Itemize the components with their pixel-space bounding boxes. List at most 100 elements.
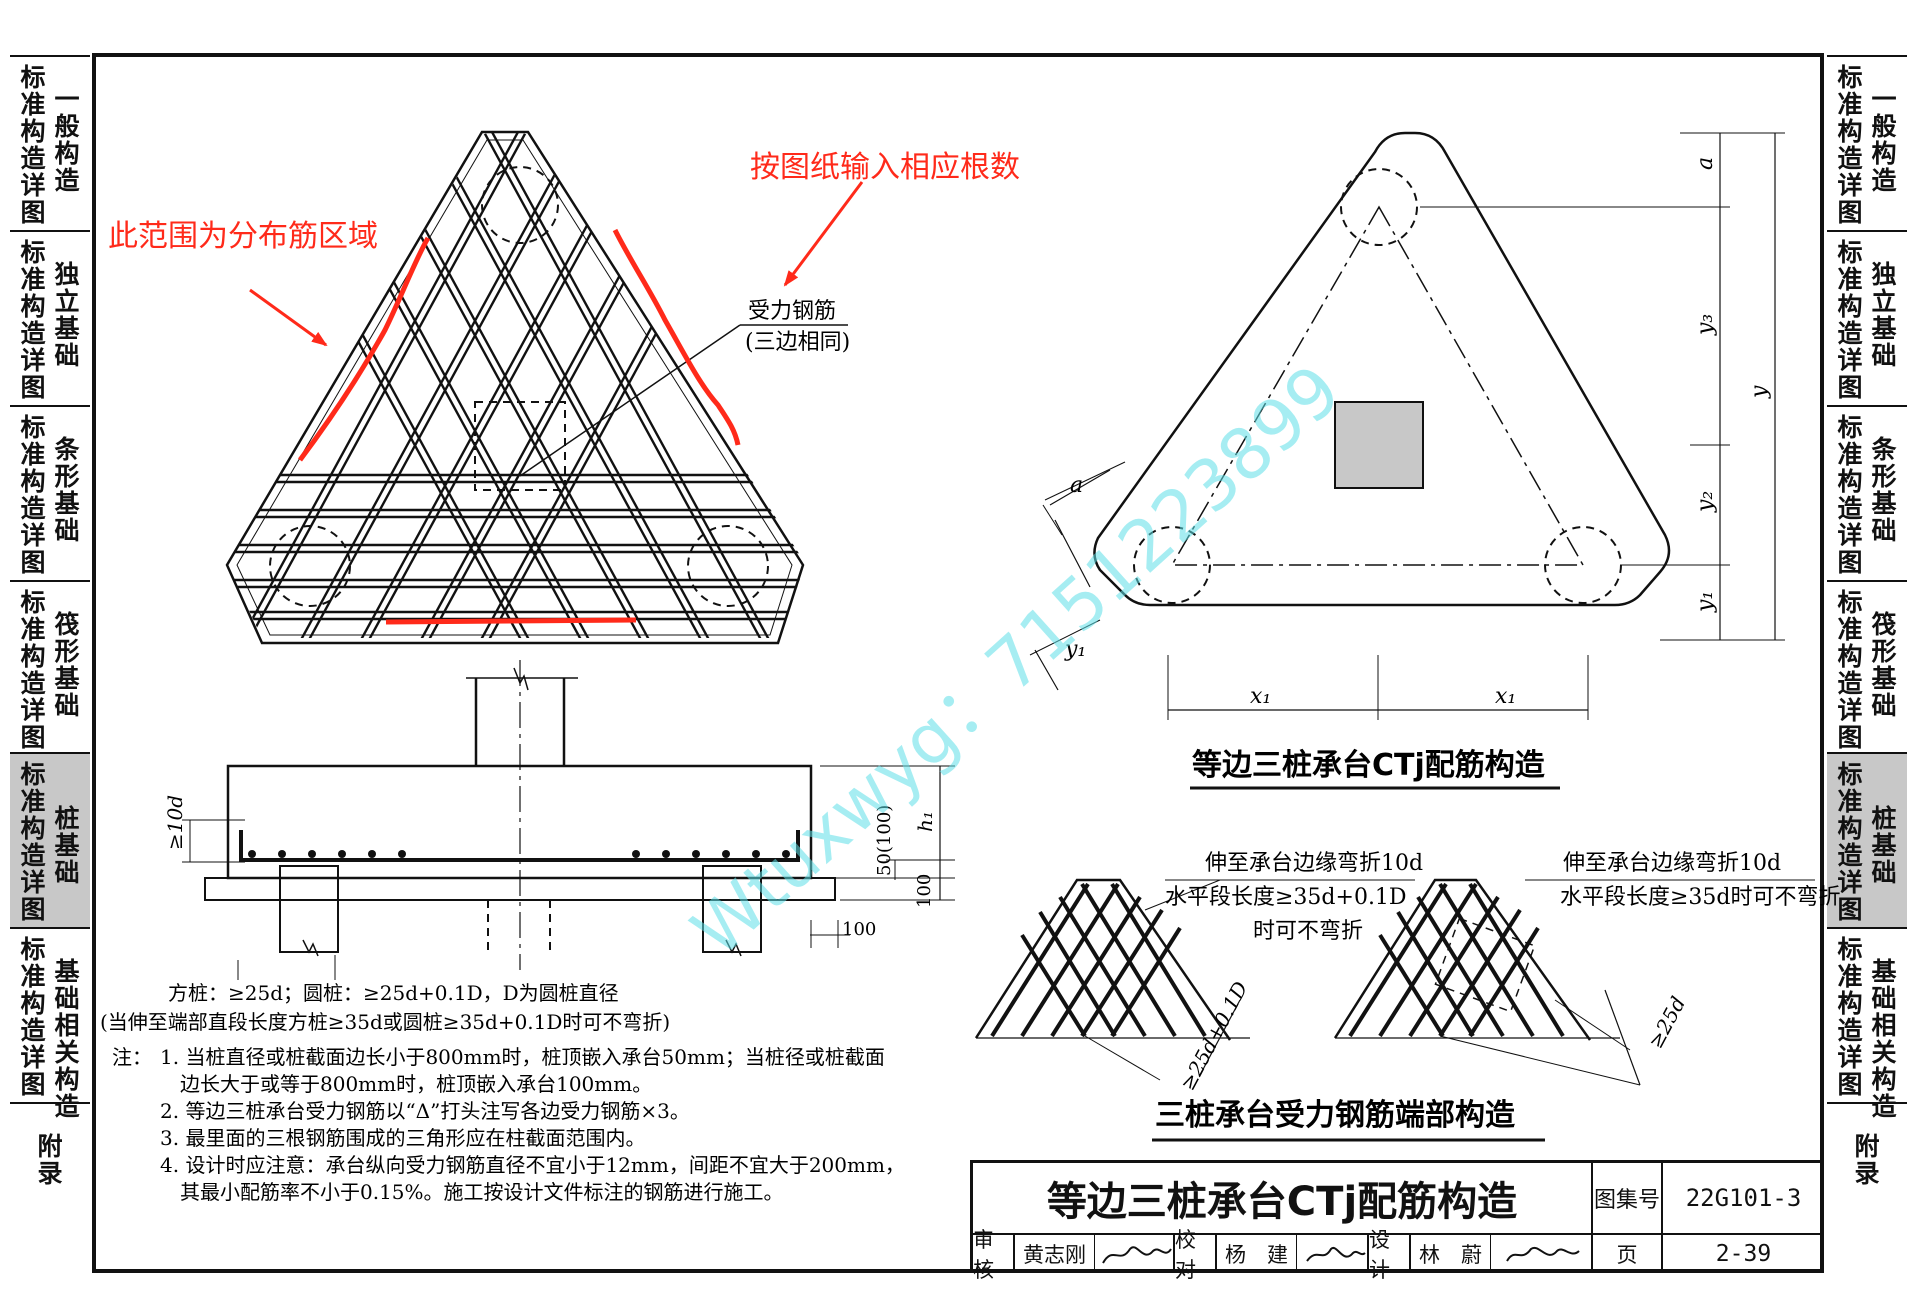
tab-category-label: 标准构造详图 xyxy=(1837,63,1863,227)
checker-name: 杨 建 xyxy=(1217,1235,1297,1273)
bend-note-left-2: 水平段长度≥35d+0.1D xyxy=(1165,885,1407,910)
pile-left xyxy=(269,525,351,607)
tab-section-label: 一般构造 xyxy=(1871,85,1897,195)
sheet-frame xyxy=(92,53,1824,1273)
left-tab-2[interactable]: 标准构造详图独立基础 xyxy=(10,230,90,405)
right-tab-2[interactable]: 标准构造详图独立基础 xyxy=(1827,230,1907,405)
atlas-label: 图集号 xyxy=(1593,1163,1663,1235)
left-tab-1[interactable]: 标准构造详图一般构造 xyxy=(10,55,90,230)
left-tab-3[interactable]: 标准构造详图条形基础 xyxy=(10,405,90,580)
right-tab-1[interactable]: 标准构造详图一般构造 xyxy=(1827,55,1907,230)
tab-category-label: 标准构造详图 xyxy=(20,588,46,752)
left-tab-6[interactable]: 标准构造详图基础相关构造 xyxy=(10,927,90,1119)
dim-a-right: a xyxy=(1693,157,1718,170)
title-block-main-title: 等边三桩承台CTj配筋构造 xyxy=(973,1163,1593,1235)
end-detail-left xyxy=(974,878,1415,1081)
check-label: 校对 xyxy=(1175,1228,1217,1282)
section-view xyxy=(182,660,955,980)
main-rebar-leader xyxy=(519,324,741,477)
dimension-plan-view xyxy=(1029,131,1785,720)
end-title: 三桩承台受力钢筋端部构造 xyxy=(1155,1098,1515,1133)
dim-y1-right: y₁ xyxy=(1693,591,1718,613)
tab-section-label: 独立基础 xyxy=(54,260,80,370)
tab-section-label: 筏形基础 xyxy=(54,610,80,720)
tab-section-label: 条形基础 xyxy=(54,435,80,545)
checker-signature xyxy=(1297,1235,1369,1273)
tab-section-label: 桩基础 xyxy=(54,804,80,887)
anchor-note-1: 方桩：≥25d；圆桩：≥25d+0.1D，D为圆桩直径 xyxy=(168,981,619,1005)
bend-note-left-3: 时可不弯折 xyxy=(1253,919,1363,944)
column-section xyxy=(1334,401,1424,489)
tab-section-label: 附录 xyxy=(37,1132,63,1188)
distribution-mark-bottom xyxy=(385,617,637,625)
dim-100-horizontal: 100 xyxy=(842,919,876,940)
watermark: Wtuxwyg：7151223899 xyxy=(677,349,1357,973)
tab-section-label: 附录 xyxy=(1854,1132,1880,1188)
title-block: 等边三桩承台CTj配筋构造 图集号 22G101-3 审核 黄志刚 校对 杨 建… xyxy=(970,1160,1824,1282)
plan-title: 等边三桩承台CTj配筋构造 xyxy=(1192,748,1545,783)
dim-10d: ≥10d xyxy=(163,795,187,850)
dim-a-slanted: a xyxy=(1070,473,1083,498)
bend-note-right-1: 伸至承台边缘弯折10d xyxy=(1563,851,1781,876)
tab-category-label: 标准构造详图 xyxy=(20,238,46,402)
designer-signature-mark xyxy=(1506,1246,1580,1262)
reviewer-signature xyxy=(1095,1235,1175,1273)
right-tab-5[interactable]: 标准构造详图桩基础 xyxy=(1827,752,1907,927)
dim-h1: h₁ xyxy=(913,811,937,832)
tab-section-label: 独立基础 xyxy=(1871,260,1897,370)
distribution-mark-right xyxy=(612,228,741,446)
rebar-plan-view: 受力钢筋 (三边相同) 此范围为分布筋区域 按图纸输入相应根数 xyxy=(108,130,1020,645)
dim-25d: ≥25d xyxy=(1643,993,1690,1053)
tab-category-label: 标准构造详图 xyxy=(20,63,46,227)
tab-category-label: 标准构造详图 xyxy=(20,413,46,577)
input-count-annotation: 按图纸输入相应根数 xyxy=(750,150,1020,185)
atlas-number: 22G101-3 xyxy=(1663,1163,1824,1235)
pile-top xyxy=(481,166,559,244)
cap-outline-inner xyxy=(236,139,793,636)
designer-name: 林 蔚 xyxy=(1411,1235,1491,1273)
tab-category-label: 标准构造详图 xyxy=(1837,238,1863,402)
left-tab-7[interactable]: 附录 xyxy=(10,1102,90,1277)
right-tab-4[interactable]: 标准构造详图筏形基础 xyxy=(1827,580,1907,752)
designer-signature xyxy=(1491,1235,1593,1273)
note-line-6: 其最小配筋率不小于0.15%。施工按设计文件标注的钢筋进行施工。 xyxy=(180,1180,784,1204)
right-tab-7[interactable]: 附录 xyxy=(1827,1102,1907,1277)
dim-y1-slanted: y₁ xyxy=(1064,637,1086,662)
tab-category-label: 标准构造详图 xyxy=(1837,760,1863,924)
tab-section-label: 条形基础 xyxy=(1871,435,1897,545)
notes-prefix: 注： xyxy=(112,1045,152,1069)
dim-x1-right: x₁ xyxy=(1495,684,1516,709)
tab-category-label: 标准构造详图 xyxy=(1837,588,1863,752)
dim-50-100: 50(100) xyxy=(874,805,895,876)
left-tab-5[interactable]: 标准构造详图桩基础 xyxy=(10,752,90,927)
tab-category-label: 标准构造详图 xyxy=(1837,935,1863,1099)
tab-section-label: 基础相关构造 xyxy=(54,957,80,1121)
anchor-note-2: (当伸至端部直段长度方桩≥35d或圆桩≥35d+0.1D时可不弯折) xyxy=(100,1010,670,1034)
note-line-3: 2. 等边三桩承台受力钢筋以“Δ”打头注写各边受力钢筋×3。 xyxy=(160,1099,690,1123)
end-detail-right xyxy=(1333,878,1815,1086)
left-tab-4[interactable]: 标准构造详图筏形基础 xyxy=(10,580,90,752)
right-tab-3[interactable]: 标准构造详图条形基础 xyxy=(1827,405,1907,580)
bend-note-right-2: 水平段长度≥35d时可不弯折 xyxy=(1560,885,1841,910)
note-line-5: 4. 设计时应注意：承台纵向受力钢筋直径不宜小于12mm，间距不宜大于200mm… xyxy=(160,1153,905,1177)
bend-note-left-1: 伸至承台边缘弯折10d xyxy=(1205,851,1423,876)
tab-section-label: 一般构造 xyxy=(54,85,80,195)
cap-outline-outer xyxy=(225,130,805,645)
dim-x1-left: x₁ xyxy=(1250,684,1271,709)
rebar-mesh xyxy=(230,130,803,638)
distribution-mark-left xyxy=(297,236,431,462)
right-tab-6[interactable]: 标准构造详图基础相关构造 xyxy=(1827,927,1907,1119)
tab-section-label: 筏形基础 xyxy=(1871,610,1897,720)
page-number: 2-39 xyxy=(1715,1241,1772,1267)
reviewer-signature-mark xyxy=(1102,1246,1172,1264)
dim-y2: y₂ xyxy=(1693,491,1718,513)
review-label: 审核 xyxy=(973,1228,1015,1282)
tab-category-label: 标准构造详图 xyxy=(1837,413,1863,577)
main-rebar-note: (三边相同) xyxy=(745,330,850,355)
dim-25d-01d: ≥25d+0.1D xyxy=(1175,977,1252,1094)
page-label: 页 xyxy=(1593,1235,1663,1273)
design-label: 设计 xyxy=(1369,1228,1411,1282)
dim-y: y xyxy=(1747,385,1772,399)
